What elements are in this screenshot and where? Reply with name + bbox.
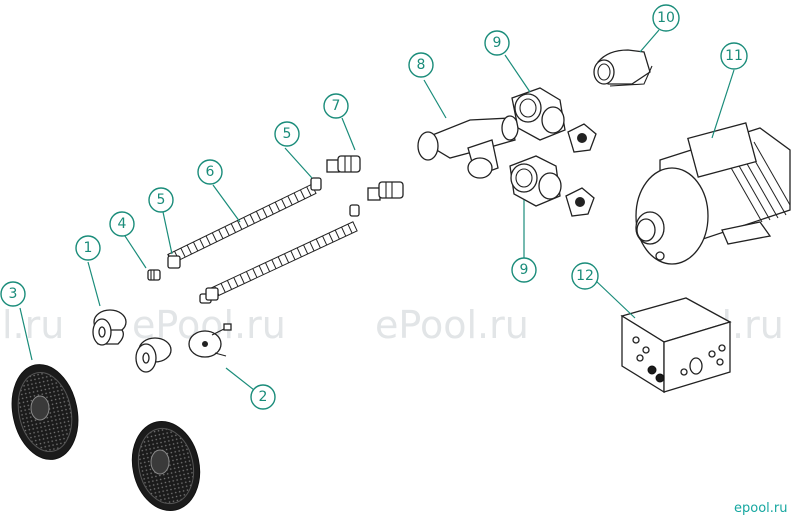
callout-1: 1 <box>75 235 101 261</box>
callout-5-right-label: 5 <box>283 126 292 142</box>
part-12-junction-box <box>620 297 732 394</box>
callout-6: 6 <box>197 159 223 185</box>
part-7-connector <box>326 155 404 201</box>
callout-4-label: 4 <box>118 216 127 232</box>
watermark-mid2: ePool.ru <box>375 303 529 347</box>
callout-10-label: 10 <box>657 10 675 26</box>
leader-lines <box>19 29 735 398</box>
part-2-flange <box>188 323 232 358</box>
callout-6-label: 6 <box>206 164 215 180</box>
part-9-valve-lower <box>509 155 595 217</box>
callout-9-lower: 9 <box>511 257 537 283</box>
callout-9-upper: 9 <box>484 30 510 56</box>
callout-11: 11 <box>720 42 748 70</box>
callout-5-right: 5 <box>274 121 300 147</box>
callout-8-label: 8 <box>417 57 426 73</box>
callout-11-label: 11 <box>725 48 743 64</box>
callout-3-label: 3 <box>9 286 18 302</box>
part-3-grille-2 <box>131 420 201 512</box>
part-6-hose-lower <box>205 221 358 301</box>
callout-5-left: 5 <box>148 187 174 213</box>
callout-2: 2 <box>250 384 276 410</box>
callout-7: 7 <box>323 93 349 119</box>
part-9-valve-upper <box>511 87 597 153</box>
part-10-elbow <box>593 49 653 87</box>
part-1-nozzle-2 <box>135 337 172 373</box>
callout-12: 12 <box>571 262 599 290</box>
callout-12-label: 12 <box>576 268 594 284</box>
callout-5-left-label: 5 <box>157 192 166 208</box>
callout-9-upper-label: 9 <box>493 35 502 51</box>
callout-2-label: 2 <box>259 389 268 405</box>
callout-7-label: 7 <box>332 98 341 114</box>
callout-4: 4 <box>109 211 135 237</box>
callout-3: 3 <box>0 281 26 307</box>
callout-1-label: 1 <box>84 240 93 256</box>
part-5-clamp <box>310 177 360 217</box>
callout-10: 10 <box>652 4 680 32</box>
callout-9-lower-label: 9 <box>520 262 529 278</box>
brand-logo: epool.ru <box>734 501 788 516</box>
watermark-left: l.ru <box>2 303 64 347</box>
part-1-nozzle-1 <box>92 309 127 346</box>
part-11-pump <box>635 122 791 265</box>
part-3-grille-1 <box>11 364 79 460</box>
part-8-y-pipe <box>417 115 519 179</box>
part-4-fitting <box>147 269 212 304</box>
callout-8: 8 <box>408 52 434 78</box>
